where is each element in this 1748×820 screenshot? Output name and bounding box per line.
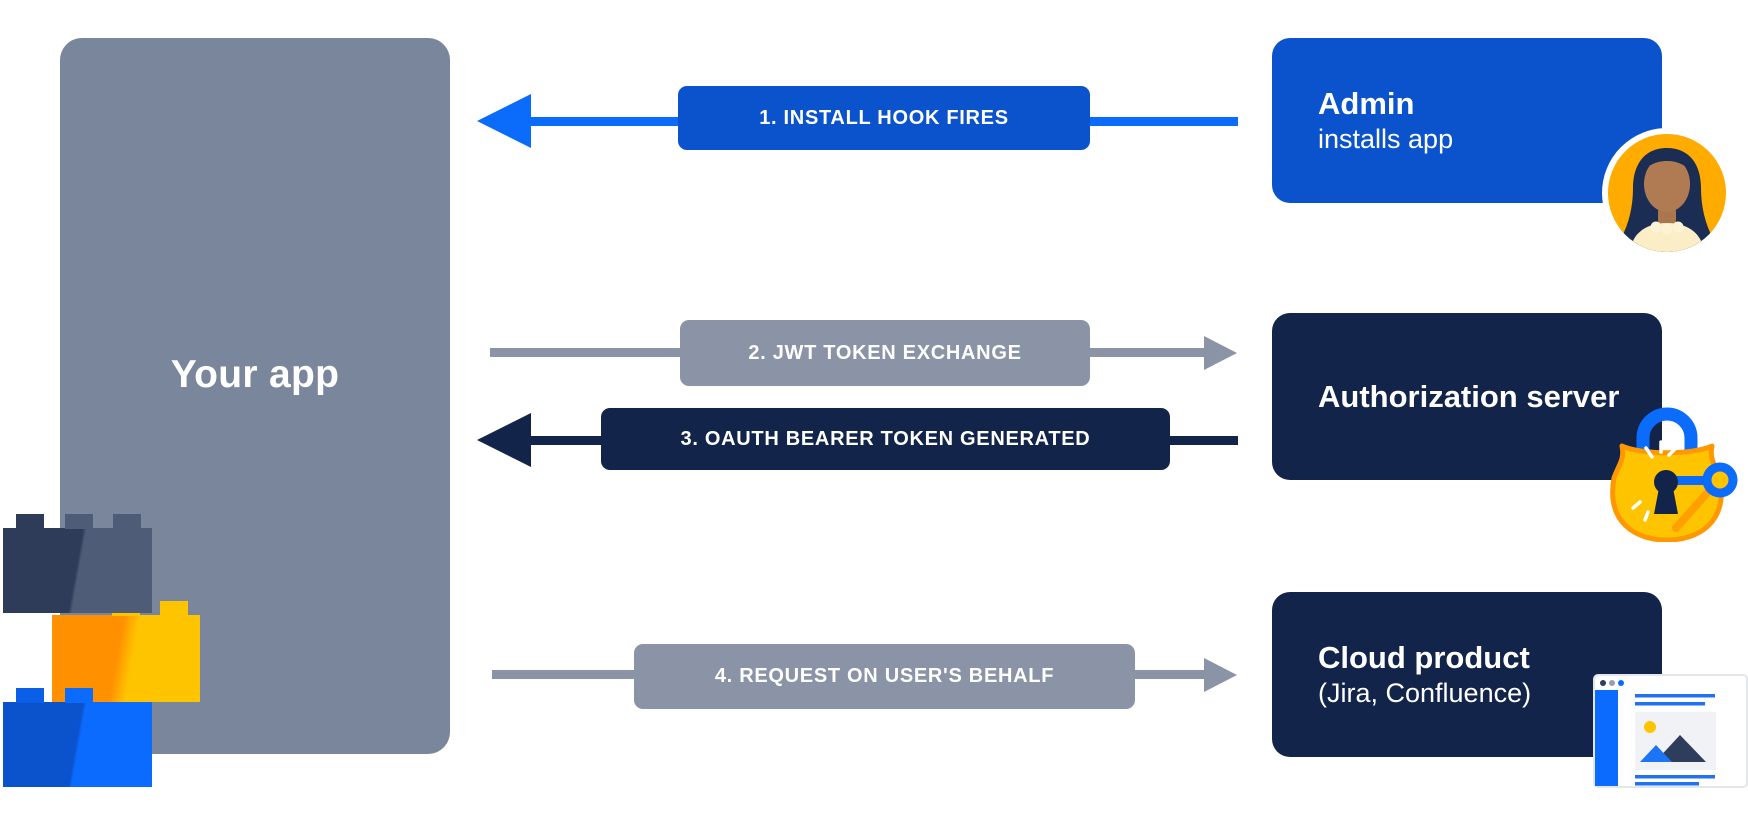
admin-node-box: Admin installs app — [1272, 38, 1662, 203]
browser-drawing — [1593, 674, 1748, 788]
admin-subtitle: installs app — [1318, 123, 1454, 154]
cloud-product-title: Cloud product — [1318, 639, 1530, 675]
browser-window-icon — [1593, 674, 1748, 788]
flow-label-oauth-token: 3. OAUTH BEARER TOKEN GENERATED — [601, 408, 1170, 470]
flow-label-text: 4. REQUEST ON USER'S BEHALF — [714, 665, 1055, 687]
lego-stud — [65, 688, 93, 703]
woman-avatar-drawing — [1621, 148, 1713, 252]
arrowhead-right-icon — [1204, 658, 1237, 692]
your-app-label: Your app — [170, 353, 340, 396]
flow-label-install-hook: 1. INSTALL HOOK FIRES — [678, 86, 1090, 150]
arrowhead-left-icon — [477, 94, 531, 148]
arrowhead-left-icon — [477, 413, 531, 467]
lego-stud — [65, 514, 93, 529]
flow-label-request-behalf: 4. REQUEST ON USER'S BEHALF — [634, 644, 1135, 709]
lego-stud — [160, 601, 188, 616]
lego-brick-navy-icon — [3, 514, 152, 613]
flow-label-text: 2. JWT TOKEN EXCHANGE — [748, 341, 1022, 364]
padlock-key-icon — [1596, 384, 1744, 543]
admin-title: Admin — [1318, 85, 1415, 121]
woman-avatar-icon — [1602, 128, 1732, 258]
authorization-server-node-box: Authorization server — [1272, 313, 1662, 480]
lego-stud — [16, 514, 44, 529]
arrowhead-right-icon — [1204, 336, 1237, 370]
flow-label-jwt-exchange: 2. JWT TOKEN EXCHANGE — [680, 320, 1090, 386]
padlock-drawing — [1610, 407, 1738, 543]
flow-label-text: 1. INSTALL HOOK FIRES — [759, 106, 1009, 129]
cloud-product-subtitle: (Jira, Confluence) — [1318, 677, 1532, 708]
lego-stud — [113, 514, 141, 529]
lego-brick-blue-icon — [3, 688, 152, 787]
flow-label-text: 3. OAUTH BEARER TOKEN GENERATED — [680, 427, 1091, 450]
authorization-server-title: Authorization server — [1318, 378, 1620, 414]
lego-stud — [16, 688, 44, 703]
